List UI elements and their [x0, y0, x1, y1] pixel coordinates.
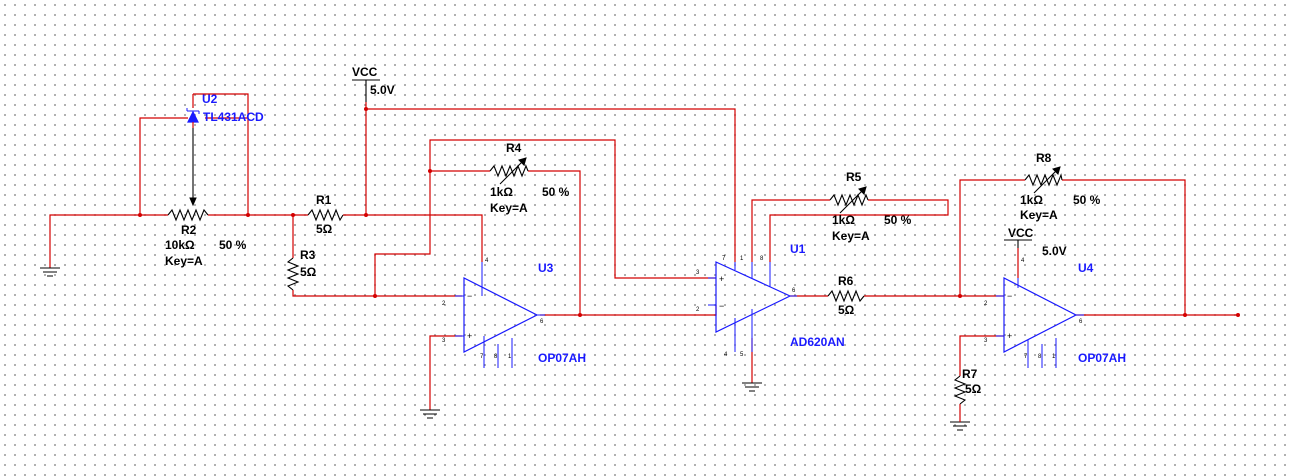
- u1-pin-7: 7: [722, 256, 726, 262]
- r4-percent: 50 %: [542, 185, 570, 199]
- u3-pin-1: 1: [508, 354, 512, 360]
- r5-potentiometer[interactable]: R5 1kΩ 50 % Key=A: [829, 170, 912, 243]
- u4-pin-7: 7: [1024, 354, 1028, 360]
- r8-ref: R8: [1036, 151, 1052, 165]
- u2-part: TL431ACD: [203, 110, 264, 124]
- r7-value: 5Ω: [965, 382, 982, 396]
- ground-symbol-r7: [950, 421, 970, 431]
- vcc2-label: VCC: [1008, 226, 1034, 240]
- r2-percent: 50 %: [219, 238, 247, 252]
- svg-text:+: +: [1007, 331, 1012, 341]
- u4-part: OP07AH: [1078, 351, 1126, 365]
- r5-ref: R5: [846, 170, 862, 184]
- vcc-source-1[interactable]: VCC 5.0V: [352, 65, 395, 102]
- u3-op-amp[interactable]: − + 2 3 6 4 7 8 1 U3 OP07AH: [442, 258, 586, 368]
- u1-pin-8: 8: [760, 256, 764, 262]
- r1-ref: R1: [316, 193, 332, 207]
- u3-pin-7: 7: [480, 354, 484, 360]
- u3-ref: U3: [538, 261, 554, 275]
- svg-text:−: −: [719, 301, 724, 311]
- r1-value: 5Ω: [316, 222, 333, 236]
- r2-key: Key=A: [165, 254, 203, 268]
- u1-ref: U1: [790, 242, 806, 256]
- r3-ref: R3: [300, 248, 316, 262]
- r7-ref: R7: [962, 367, 978, 381]
- r3-value: 5Ω: [300, 265, 317, 279]
- r5-value: 1kΩ: [832, 213, 855, 227]
- u3-part: OP07AH: [538, 351, 586, 365]
- svg-text:−: −: [467, 291, 472, 301]
- u1-pin-3: 3: [696, 270, 700, 276]
- u1-pin-6: 6: [792, 288, 796, 294]
- vcc1-label: VCC: [352, 65, 378, 79]
- vcc-source-2[interactable]: VCC 5.0V: [1004, 226, 1067, 258]
- r5-key: Key=A: [832, 229, 870, 243]
- r8-value: 1kΩ: [1020, 193, 1043, 207]
- ground-symbol-u3: [420, 409, 440, 419]
- u1-part: AD620AN: [790, 335, 845, 349]
- u3-pin-8: 8: [494, 354, 498, 360]
- r1-resistor[interactable]: R1 5Ω: [307, 193, 344, 236]
- r2-value: 10kΩ: [165, 238, 195, 252]
- r8-percent: 50 %: [1073, 193, 1101, 207]
- u4-op-amp[interactable]: − + 2 3 6 4 7 8 1 U4 OP07AH: [984, 258, 1126, 368]
- u1-pin-4: 4: [724, 352, 728, 358]
- u2-shunt-regulator[interactable]: U2 TL431ACD: [186, 92, 264, 207]
- r4-key: Key=A: [490, 201, 528, 215]
- r8-potentiometer[interactable]: R8 1kΩ 50 % Key=A: [1020, 151, 1101, 222]
- wires: [49, 93, 1238, 410]
- u3-pin-4: 4: [485, 258, 489, 264]
- r3-resistor[interactable]: R3 5Ω: [286, 248, 317, 291]
- svg-text:+: +: [719, 274, 724, 284]
- u1-pin-1: 1: [740, 256, 744, 262]
- vcc2-voltage: 5.0V: [1042, 244, 1067, 258]
- vcc1-voltage: 5.0V: [370, 83, 395, 97]
- svg-text:+: +: [467, 331, 472, 341]
- u1-pin-2: 2: [696, 307, 700, 313]
- ground-symbol-u1: [742, 382, 762, 392]
- r7-resistor[interactable]: R7 5Ω: [953, 367, 982, 422]
- u1-pin-5: 5: [740, 352, 744, 358]
- svg-text:−: −: [1007, 291, 1012, 301]
- u4-pin-1: 1: [1052, 354, 1056, 360]
- u2-ref: U2: [202, 92, 218, 106]
- ground-symbol-left: [40, 267, 60, 277]
- u3-pin-2: 2: [442, 301, 446, 307]
- u4-pin-3: 3: [984, 338, 988, 344]
- u4-pin-8: 8: [1038, 354, 1042, 360]
- r6-ref: R6: [838, 274, 854, 288]
- r4-ref: R4: [506, 141, 522, 155]
- r8-key: Key=A: [1020, 208, 1058, 222]
- r2-ref: R2: [181, 223, 197, 237]
- u4-pin-4: 4: [1021, 258, 1025, 264]
- u4-ref: U4: [1078, 261, 1094, 275]
- u1-instrumentation-amp[interactable]: + − 3 2 6 5 1 8 4 7 U1 AD620AN: [696, 242, 845, 358]
- junctions: [138, 107, 1240, 317]
- r4-value: 1kΩ: [490, 185, 513, 199]
- u4-pin-2: 2: [984, 301, 988, 307]
- u3-pin-3: 3: [442, 338, 446, 344]
- u3-pin-6: 6: [540, 319, 544, 325]
- r6-value: 5Ω: [838, 303, 855, 317]
- r4-potentiometer[interactable]: R4 1kΩ 50 % Key=A: [489, 141, 570, 215]
- r6-resistor[interactable]: R6 5Ω: [827, 274, 865, 317]
- u4-pin-6: 6: [1079, 319, 1083, 325]
- r5-percent: 50 %: [884, 213, 912, 227]
- r2-potentiometer[interactable]: R2 10kΩ 50 % Key=A: [165, 208, 247, 268]
